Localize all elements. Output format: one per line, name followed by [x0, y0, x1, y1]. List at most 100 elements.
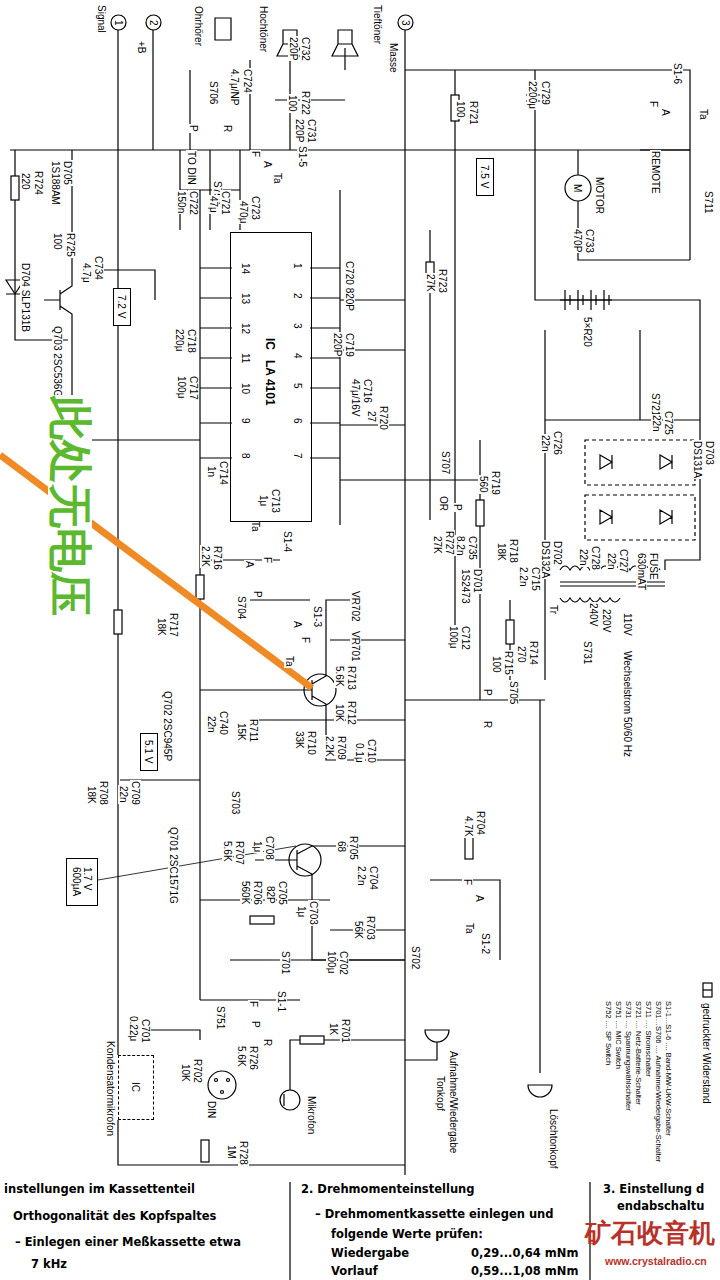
component-label: A	[660, 108, 671, 117]
component-label: D704 SLP131B	[20, 262, 31, 333]
component-label: C734	[93, 255, 104, 281]
component-label: 10K	[180, 1063, 191, 1083]
component-label: 1n	[206, 465, 217, 478]
component-label: S1-5	[297, 145, 308, 168]
component-label: R707	[234, 840, 245, 866]
component-label: 33K	[294, 730, 305, 750]
node-text: 7.5 V	[479, 165, 490, 188]
voltage-box: 7.5 V	[476, 158, 494, 196]
component-label: C728	[590, 545, 601, 571]
pin-number: 1	[292, 262, 303, 270]
component-label: 150n	[176, 190, 187, 214]
component-label: C713	[270, 488, 281, 514]
component-label: 270	[516, 645, 527, 664]
component-label: R716	[212, 545, 223, 571]
component-label: 470μ	[238, 200, 249, 224]
component-label: 27	[366, 410, 377, 423]
component-label: R726	[248, 1045, 259, 1071]
component-label: Ta	[464, 922, 475, 935]
component-label: DIN	[206, 1100, 217, 1119]
component-label: R703	[365, 915, 376, 941]
component-label: 27K	[432, 535, 443, 555]
component-label: C735	[467, 535, 478, 561]
component-label: 15K	[236, 722, 247, 742]
component-label: R719	[490, 470, 501, 496]
component-label: 5×R20	[582, 316, 593, 348]
component-label: R725	[65, 232, 76, 258]
component-label: R717	[168, 612, 179, 638]
pin-number: 2	[292, 292, 303, 300]
component-label: C716	[362, 378, 373, 404]
component-label: C703	[308, 900, 319, 926]
component-label: R705	[348, 835, 359, 861]
watermark-url: www.crystalradio.cn	[604, 1256, 708, 1268]
component-label: Ohrhörer	[193, 5, 204, 47]
component-label: Masse	[388, 42, 399, 73]
component-label: S706	[208, 80, 219, 105]
component-label: A	[262, 160, 273, 169]
component-label: Ta	[698, 108, 709, 121]
component-label: C701	[140, 1018, 151, 1044]
component-label: MOTOR	[594, 176, 605, 215]
node-text-group: 3	[400, 20, 411, 26]
component-label: R708	[98, 780, 109, 806]
component-label: Signal	[96, 4, 107, 34]
component-label: REMOTE	[650, 150, 661, 195]
component-label: P	[188, 124, 199, 133]
component-label: P	[250, 1020, 261, 1029]
note-text: 0,29...0,64 mNm	[470, 1247, 579, 1260]
component-label: 0.22μ	[128, 1015, 139, 1042]
component-label: 68	[336, 840, 347, 853]
component-label: C702	[338, 950, 349, 976]
component-label: S1-1	[276, 990, 287, 1013]
component-label: 22n	[606, 552, 617, 571]
node-text-group: IC	[130, 1082, 141, 1092]
component-label: A	[244, 560, 255, 569]
component-label: F	[250, 150, 261, 158]
component-label: P	[452, 503, 463, 512]
component-label: S701	[280, 950, 291, 975]
pin-number: 14	[240, 262, 251, 275]
component-label: 18K	[156, 617, 167, 637]
component-label: 22n	[651, 414, 662, 433]
component-label: 100	[52, 232, 63, 251]
note-text: 0,59...1,08 mNm	[470, 1265, 579, 1278]
component-label: 100	[455, 100, 466, 119]
pin-number: 11	[240, 352, 251, 364]
component-label: R723	[437, 268, 448, 294]
pin-number: 5	[292, 382, 303, 390]
switch-list-entry: S721 .... Netz-Batterie-Schalter	[634, 1000, 642, 1106]
node-text: 7.2 V	[116, 295, 127, 318]
pin-number: 10	[240, 382, 251, 395]
component-label: DS131A	[692, 440, 703, 479]
component-label: S704	[236, 595, 247, 620]
component-label: 8.2n	[455, 535, 466, 556]
component-label: R724	[33, 170, 44, 196]
component-label: 560K	[240, 880, 251, 905]
terminal-circle: 2	[145, 14, 162, 31]
component-label: 220V	[601, 608, 612, 633]
component-label: 240V	[588, 602, 599, 627]
component-label: C708	[264, 835, 275, 861]
component-label: 630mAT	[636, 552, 647, 591]
component-label: C723	[250, 195, 261, 221]
component-label: F	[462, 878, 473, 886]
component-label: C740	[218, 710, 229, 736]
component-label: Q703 2SC536G	[52, 325, 63, 398]
component-label: 1μ	[296, 905, 307, 918]
component-label: VR702	[350, 590, 361, 623]
component-label: C727	[618, 548, 629, 574]
component-label: 5.6K	[334, 665, 345, 688]
component-label: 1M	[226, 1144, 237, 1160]
component-label: 100	[491, 655, 502, 674]
component-label: Aufnahme/Wiedergabe	[448, 1050, 459, 1154]
component-label: S705	[508, 680, 519, 705]
component-label: S702	[410, 945, 421, 970]
component-label: 2200μ	[527, 80, 538, 110]
node-text-group: 1.7 V600μA	[71, 867, 93, 896]
component-label: Tieftöner	[372, 4, 383, 45]
component-label: S1-4	[282, 530, 293, 553]
component-label: R710	[306, 730, 317, 756]
component-label: C714	[218, 460, 229, 486]
note-text: instellungen im Kassettenteil	[3, 1183, 196, 1196]
